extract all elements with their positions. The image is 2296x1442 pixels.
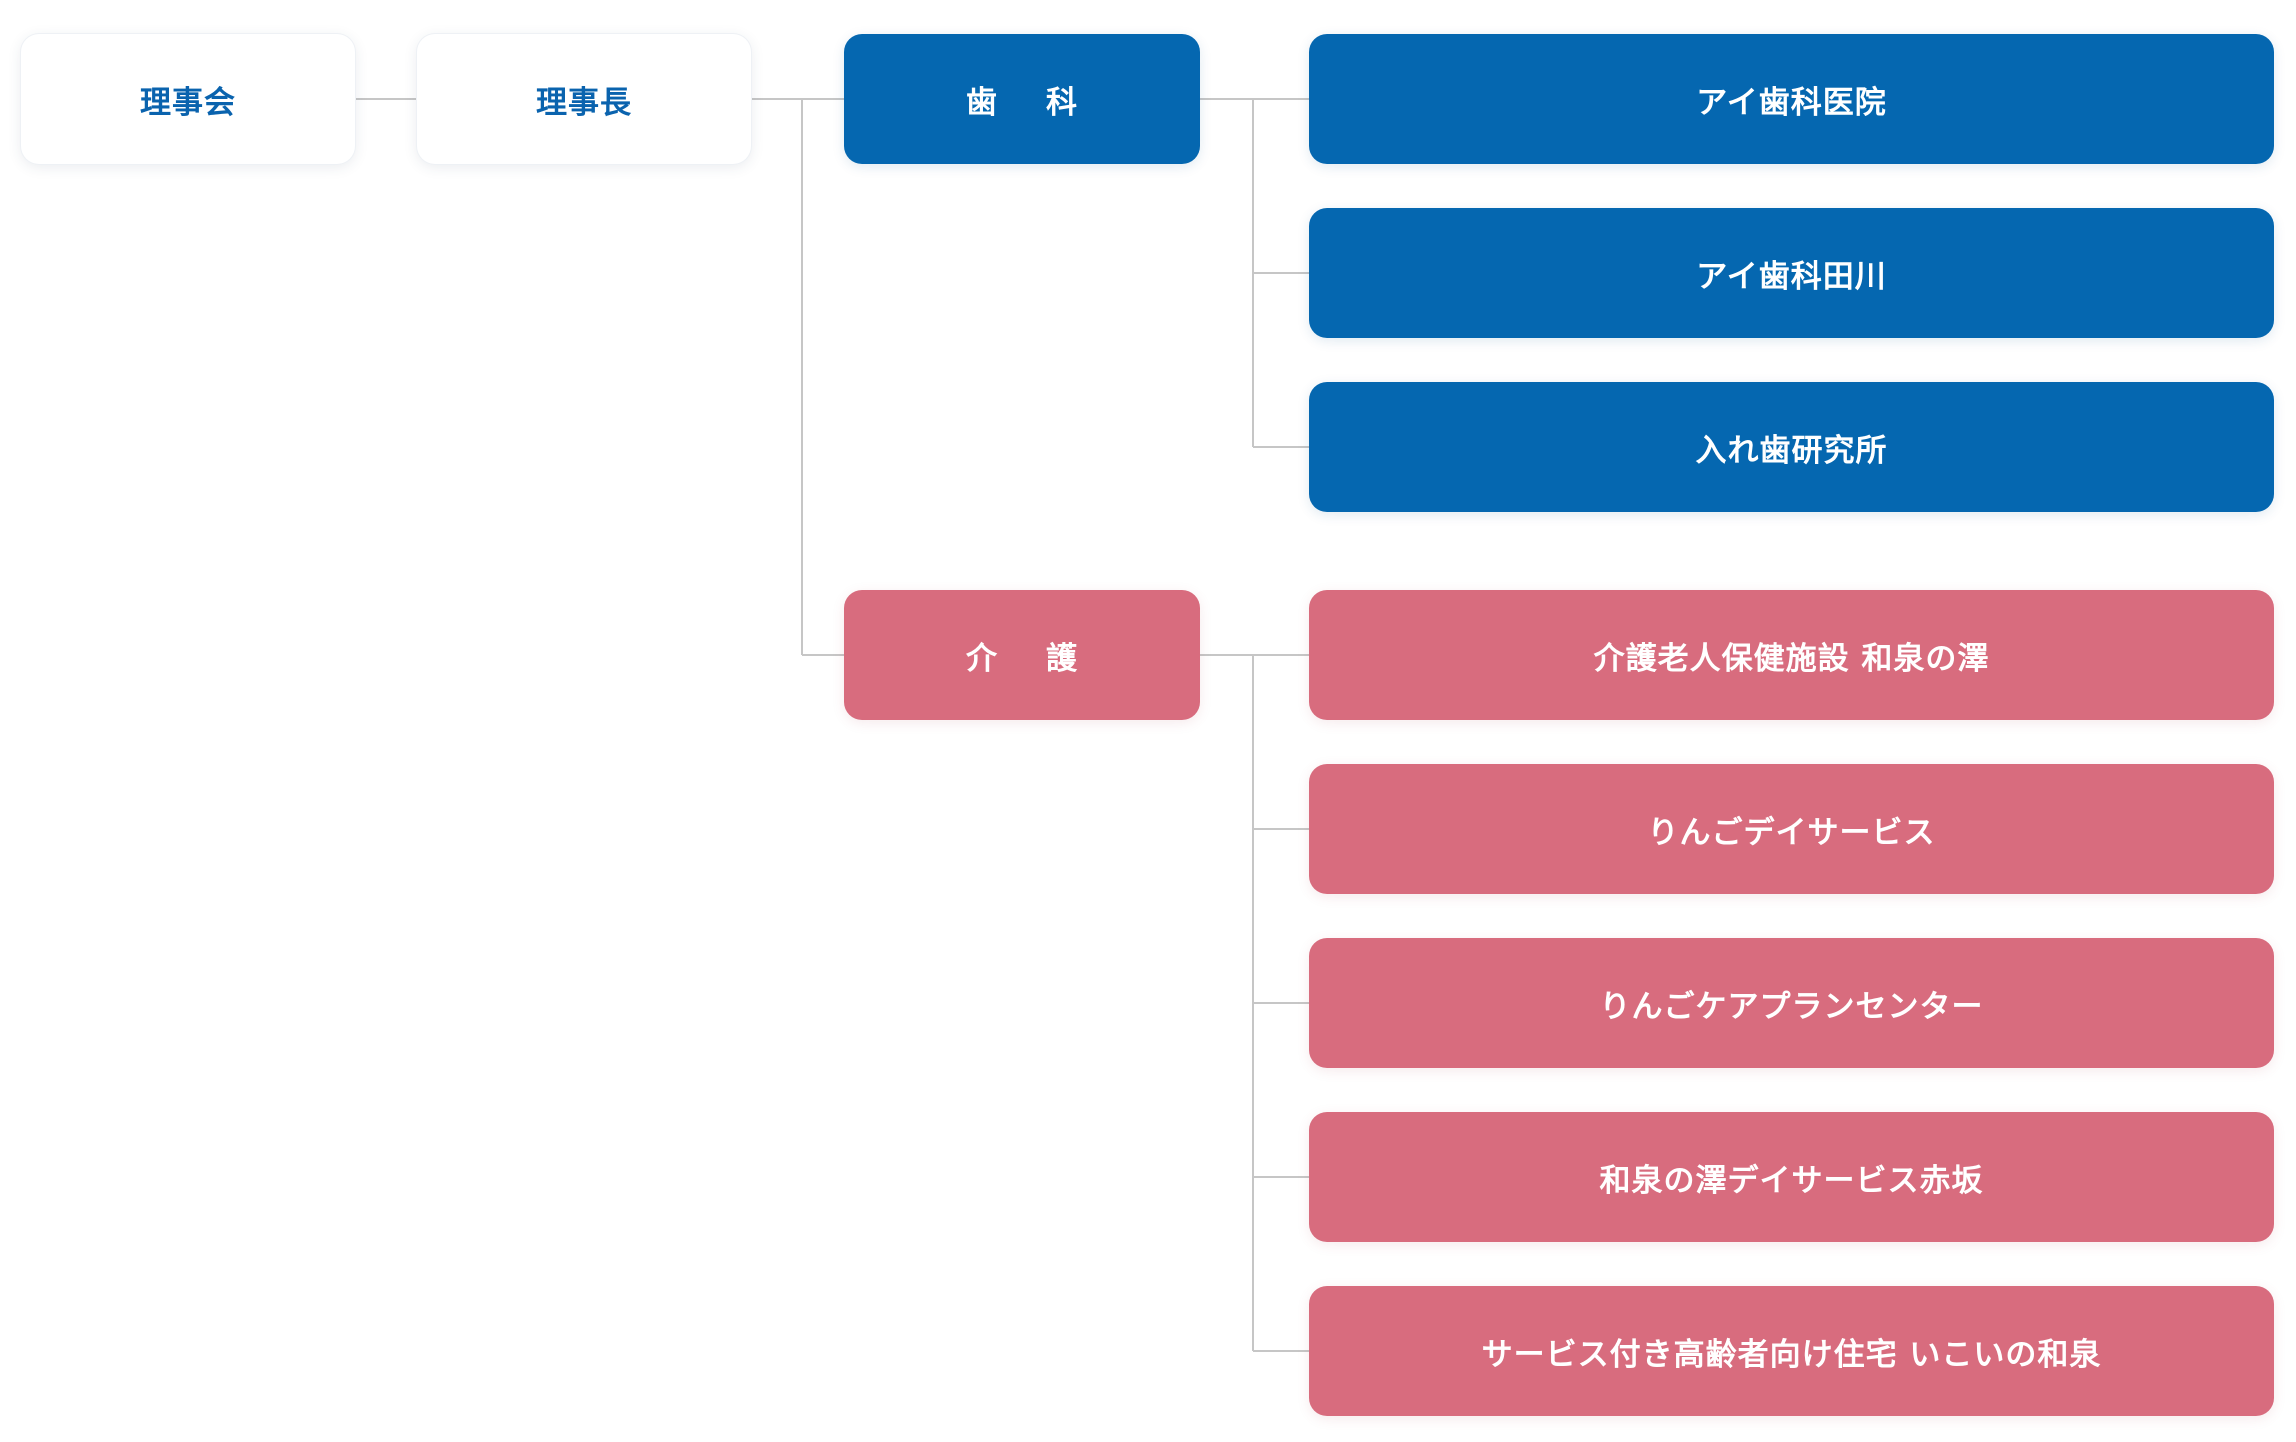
- facility-label: りんごケアプランセンター: [1599, 988, 1984, 1025]
- care-facility-node: りんごデイサービス: [1309, 764, 2274, 894]
- facility-label: りんごデイサービス: [1647, 814, 1936, 851]
- facility-label: 介護老人保健施設 和泉の澤: [1593, 640, 1990, 677]
- care-facility-node: サービス付き高齢者向け住宅 いこいの和泉: [1309, 1286, 2274, 1416]
- dental-label-char-1: 歯: [966, 84, 998, 121]
- facility-label: サービス付き高齢者向け住宅 いこいの和泉: [1481, 1336, 2102, 1373]
- care-facility-node: りんごケアプランセンター: [1309, 938, 2274, 1068]
- facility-label: アイ歯科医院: [1696, 84, 1887, 121]
- care-facility-node: 和泉の澤デイサービス赤坂: [1309, 1112, 2274, 1242]
- care-label-char-1: 介: [966, 640, 998, 677]
- care-facility-node: 介護老人保健施設 和泉の澤: [1309, 590, 2274, 720]
- facility-label: 入れ歯研究所: [1695, 432, 1888, 469]
- dental-facility-node: 入れ歯研究所: [1309, 382, 2274, 512]
- facility-label: 和泉の澤デイサービス赤坂: [1599, 1162, 1984, 1199]
- dental-facility-node: アイ歯科医院: [1309, 34, 2274, 164]
- chairman-node: 理事長: [417, 34, 751, 164]
- dental-department-node: 歯科: [844, 34, 1200, 164]
- care-label-char-2: 護: [1046, 640, 1078, 677]
- care-department-node: 介護: [844, 590, 1200, 720]
- dental-facility-node: アイ歯科田川: [1309, 208, 2274, 338]
- facility-label: アイ歯科田川: [1696, 258, 1887, 295]
- board-label: 理事会: [140, 84, 236, 121]
- dental-label-char-2: 科: [1046, 84, 1078, 121]
- chairman-label: 理事長: [536, 84, 632, 121]
- board-node: 理事会: [21, 34, 355, 164]
